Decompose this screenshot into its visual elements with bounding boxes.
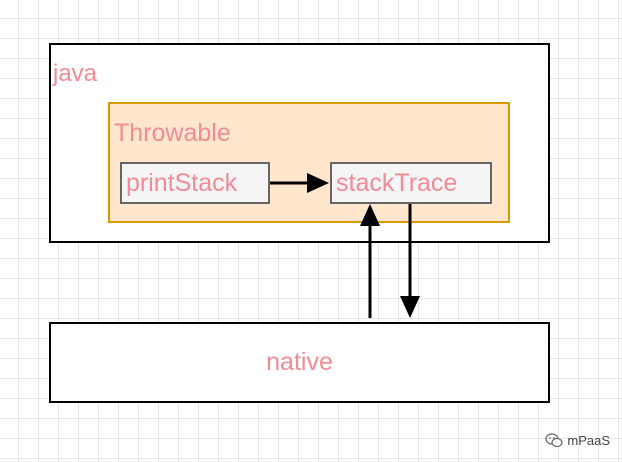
arrow-native-to-stack: [360, 204, 380, 318]
throwable-label: Throwable: [114, 119, 231, 147]
arrow-stack-to-native: [400, 204, 420, 318]
wechat-icon: [545, 433, 563, 448]
watermark-text: mPaaS: [567, 433, 610, 448]
stack-trace-node: stackTrace: [330, 162, 492, 204]
watermark: mPaaS: [545, 433, 610, 448]
print-stack-node: printStack: [120, 162, 270, 204]
java-label: java: [53, 60, 98, 87]
arrow-print-to-stack: [270, 173, 329, 193]
native-container: native: [49, 322, 550, 403]
native-label: native: [266, 348, 333, 376]
